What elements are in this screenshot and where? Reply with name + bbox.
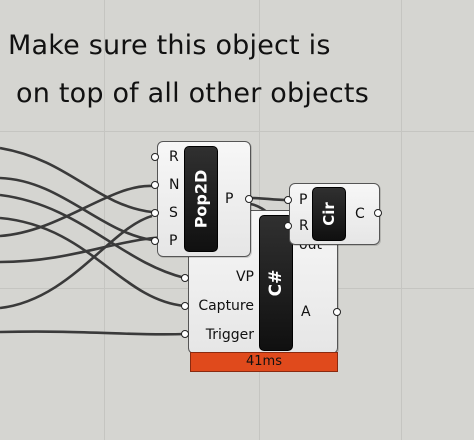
pop2d-core[interactable]: Pop2D (184, 146, 218, 252)
csharp-core[interactable]: C# (259, 215, 293, 351)
pop2d-input-r[interactable]: R (169, 149, 179, 165)
csharp-component[interactable]: C# r e VP Capture Trigger out A (188, 207, 338, 354)
wire (249, 196, 289, 202)
pop2d-input-grip[interactable] (151, 153, 159, 161)
circle-name: Cir (320, 202, 338, 226)
circle-component[interactable]: Cir P R C (289, 183, 380, 245)
annotation-line-1[interactable]: Make sure this object is (8, 30, 331, 61)
wire (0, 193, 186, 280)
circle-input-r[interactable]: R (299, 218, 309, 234)
csharp-output-a[interactable]: A (301, 304, 311, 320)
pop2d-input-grip[interactable] (151, 209, 159, 217)
csharp-input-grip[interactable] (181, 302, 189, 310)
circle-input-grip[interactable] (284, 196, 292, 204)
circle-output-c[interactable]: C (355, 206, 365, 222)
pop2d-name: Pop2D (191, 169, 211, 229)
pop2d-output-p[interactable]: P (225, 191, 234, 207)
pop2d-output-grip[interactable] (245, 195, 253, 203)
csharp-input-capture[interactable]: Capture (198, 298, 254, 314)
csharp-input-grip[interactable] (181, 274, 189, 282)
circle-input-p[interactable]: P (299, 192, 308, 208)
pop2d-input-n[interactable]: N (169, 177, 180, 193)
pop2d-input-grip[interactable] (151, 237, 159, 245)
csharp-input-grip[interactable] (181, 330, 189, 338)
wire (0, 176, 153, 242)
pop2d-input-p[interactable]: P (169, 233, 178, 249)
csharp-name: C# (266, 269, 286, 297)
grid-line (401, 0, 402, 440)
csharp-input-vp[interactable]: VP (235, 269, 254, 285)
csharp-input-trigger[interactable]: Trigger (205, 327, 254, 343)
circle-output-grip[interactable] (374, 209, 382, 217)
wire (0, 184, 153, 238)
circle-core[interactable]: Cir (312, 187, 346, 241)
wire (0, 146, 153, 214)
grid-line (0, 131, 474, 132)
wire (0, 330, 186, 336)
wire (0, 216, 186, 308)
pop2d-input-grip[interactable] (151, 181, 159, 189)
annotation-line-2[interactable]: on top of all other objects (16, 78, 369, 109)
pop2d-component[interactable]: Pop2D R N S P P (157, 141, 251, 257)
circle-input-grip[interactable] (284, 222, 292, 230)
pop2d-input-s[interactable]: S (169, 205, 178, 221)
profiler-timer-bar: 41ms (190, 352, 338, 372)
csharp-output-grip[interactable] (333, 308, 341, 316)
wire (0, 214, 153, 310)
grid-line (104, 0, 105, 440)
